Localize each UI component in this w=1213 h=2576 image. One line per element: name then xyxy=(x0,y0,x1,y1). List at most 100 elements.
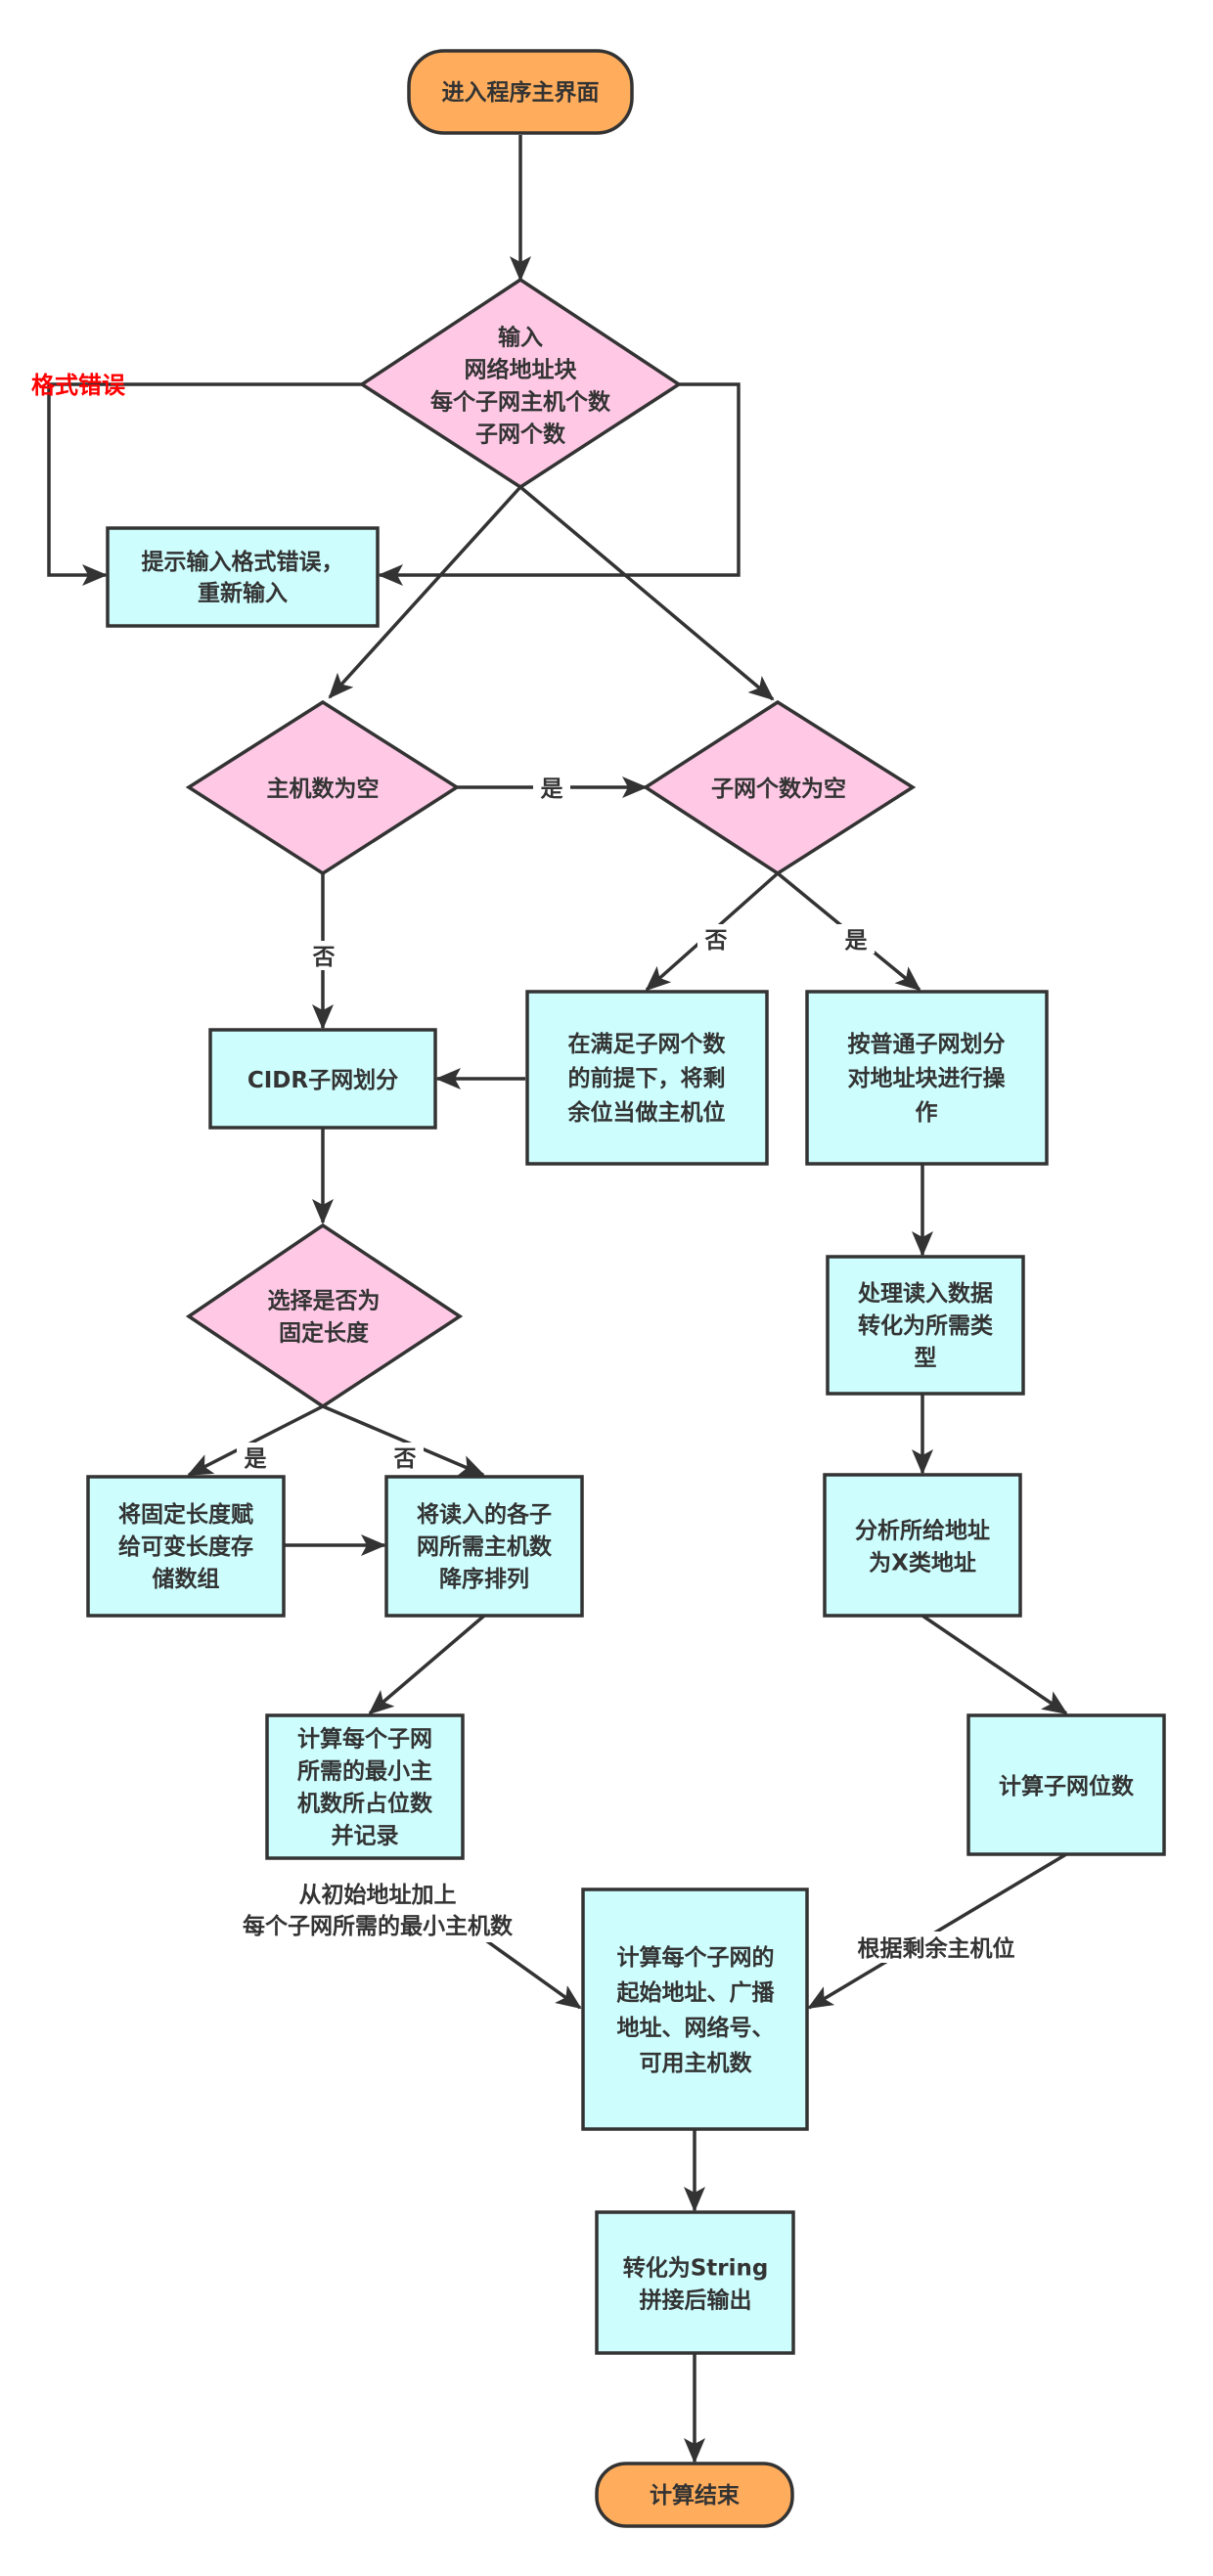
subnet-bits-box: 计算子网位数 xyxy=(966,1713,1166,1856)
start-terminal-text: 进入程序主界面 xyxy=(442,79,600,106)
process-input-box-shape xyxy=(826,1255,1025,1396)
cidr-box: CIDR子网划分 xyxy=(208,1028,437,1130)
input-decision: 输入网络地址块每个子网主机个数子网个数 xyxy=(358,277,683,490)
satisfy-subnet-line: 余位当做主机位 xyxy=(567,1099,726,1126)
cidr-line: CIDR子网划分 xyxy=(247,1068,398,1093)
input-line: 子网个数 xyxy=(475,422,566,448)
edge-label-line: 从初始地址加上 xyxy=(299,1882,457,1908)
satisfy-subnet-box-text: 在满足子网个数的前提下，将剩余位当做主机位 xyxy=(567,1031,727,1126)
label-subnet-empty-no: 否 xyxy=(704,928,728,954)
edge-label-line: 每个子网所需的最小主机数 xyxy=(243,1913,514,1939)
label-host-empty-yes: 是 xyxy=(541,777,563,802)
calc-addrs-box: 计算每个子网的起始地址、广播地址、网络号、可用主机数 xyxy=(581,1888,809,2131)
edge-choose-fixed-no xyxy=(322,1404,485,1477)
label-bg-subnet-yes xyxy=(837,924,875,954)
edge-input-to-subnet-empty xyxy=(518,485,775,701)
label-bg-host-yes xyxy=(533,773,570,802)
label-fixed-yes: 是 xyxy=(245,1446,267,1472)
edge-input-to-format-error-right xyxy=(378,382,741,586)
choose-fixed-decision: 选择是否为固定长度 xyxy=(185,1222,464,1409)
calc-addrs-line: 起始地址、广播 xyxy=(617,1979,776,2006)
input-line: 输入 xyxy=(498,325,543,351)
input-line: 每个子网主机个数 xyxy=(430,389,611,416)
choose-fixed-decision-text: 选择是否为固定长度 xyxy=(268,1289,381,1347)
label-by-remaining-bits: 根据剩余主机位 xyxy=(858,1935,1015,1962)
sort-desc-box-shape xyxy=(384,1475,584,1618)
cidr-box-shape xyxy=(208,1028,437,1130)
calc-addrs-line: 地址、网络号、 xyxy=(617,2015,775,2041)
start-line: 进入程序主界面 xyxy=(442,79,600,106)
label-host-empty-no: 否 xyxy=(312,945,336,970)
analyze-class-line: 为X类地址 xyxy=(869,1551,976,1577)
calc-addrs-line: 可用主机数 xyxy=(640,2051,753,2076)
fixed-to-array-box: 将固定长度赋给可变长度存储数组 xyxy=(86,1475,286,1618)
satisfy-subnet-box: 在满足子网个数的前提下，将剩余位当做主机位 xyxy=(525,990,769,1166)
sort-desc-line: 将读入的各子 xyxy=(417,1501,552,1528)
label-format-error: 格式错误 xyxy=(31,372,126,399)
satisfy-subnet-line: 的前提下，将剩 xyxy=(568,1065,726,1091)
edge-analyze-to-subnet-bits xyxy=(921,1614,1068,1715)
subnet-empty-line: 子网个数为空 xyxy=(711,776,846,802)
end-terminal: 计算结束 xyxy=(595,2462,794,2528)
label-bg-host-no xyxy=(305,941,342,970)
process-input-line: 处理读入数据 xyxy=(857,1281,993,1307)
satisfy-subnet-box-shape xyxy=(525,990,769,1166)
ordinary-split-box-text: 按普通子网划分对地址块进行操作 xyxy=(848,1031,1006,1126)
fixed-to-array-box-shape xyxy=(86,1475,286,1618)
format-error-box-text: 提示输入格式错误，重新输入 xyxy=(142,549,344,606)
to-string-box-shape xyxy=(595,2210,795,2355)
input-decision-shape xyxy=(358,277,683,490)
label-fixed-no: 否 xyxy=(393,1446,417,1472)
host-empty-decision-shape xyxy=(185,699,461,876)
analyze-class-box-shape xyxy=(823,1473,1022,1618)
process-input-box: 处理读入数据转化为所需类型 xyxy=(826,1255,1025,1396)
format-error-line: 提示输入格式错误， xyxy=(142,549,344,575)
min-bits-line: 计算每个子网 xyxy=(297,1726,432,1753)
process-input-box-text: 处理读入数据转化为所需类型 xyxy=(857,1281,993,1371)
calc-addrs-line: 计算每个子网的 xyxy=(617,1944,775,1971)
ordinary-split-line: 作 xyxy=(916,1100,938,1126)
end-line: 计算结束 xyxy=(650,2482,741,2509)
end-terminal-shape xyxy=(595,2462,794,2528)
host-empty-decision: 主机数为空 xyxy=(185,699,461,876)
min-bits-box-text: 计算每个子网所需的最小主机数所占位数并记录 xyxy=(297,1726,433,1849)
label-bg-subnet-no xyxy=(697,924,735,954)
min-bits-box-shape xyxy=(265,1713,465,1860)
to-string-box: 转化为String 拼接后输出 xyxy=(595,2210,795,2355)
process-input-line: 转化为所需类 xyxy=(858,1312,993,1339)
subnet-empty-decision-text: 子网个数为空 xyxy=(711,776,846,802)
sort-desc-line: 网所需主机数 xyxy=(417,1534,553,1560)
to-string-line: 拼接后输出 xyxy=(640,2287,752,2314)
sort-desc-line: 降序排列 xyxy=(439,1566,529,1592)
edge-input-to-format-error-left xyxy=(47,382,362,586)
choose-fixed-decision-shape xyxy=(185,1222,464,1409)
to-string-box-text: 转化为String 拼接后输出 xyxy=(623,2255,769,2314)
label-from-start-addr: 从初始地址加上每个子网所需的最小主机数 xyxy=(243,1882,514,1939)
fixed-to-array-box-text: 将固定长度赋给可变长度存储数组 xyxy=(118,1501,253,1592)
ordinary-split-box-shape xyxy=(805,990,1049,1166)
subnet-bits-box-text: 计算子网位数 xyxy=(999,1773,1135,1799)
edge-subnet-bits-to-calc xyxy=(807,1852,1067,2010)
nodes: 进入程序主界面 输入网络地址块每个子网主机个数子网个数 提示输入格式错误，重新输… xyxy=(86,49,1166,2528)
process-input-line: 型 xyxy=(915,1346,937,1371)
fixed-to-array-line: 给可变长度存 xyxy=(118,1533,253,1560)
fixed-to-array-line: 将固定长度赋 xyxy=(118,1501,253,1528)
edge-choose-fixed-yes xyxy=(187,1404,324,1477)
choose-fixed-line: 固定长度 xyxy=(279,1320,370,1347)
start-terminal-shape xyxy=(407,49,634,135)
cidr-box-text: CIDR子网划分 xyxy=(247,1068,398,1093)
label-bg-fixed-no xyxy=(386,1443,424,1472)
to-string-line: 转化为String xyxy=(623,2255,769,2282)
input-decision-text: 输入网络地址块每个子网主机个数子网个数 xyxy=(430,325,611,448)
calc-addrs-box-shape xyxy=(581,1888,809,2131)
subnet-empty-decision: 子网个数为空 xyxy=(642,699,917,876)
fixed-to-array-line: 储数组 xyxy=(153,1566,220,1592)
min-bits-line: 机数所占位数 xyxy=(297,1791,433,1817)
ordinary-split-line: 按普通子网划分 xyxy=(848,1031,1006,1057)
min-bits-line: 所需的最小主 xyxy=(297,1758,432,1785)
min-bits-box: 计算每个子网所需的最小主机数所占位数并记录 xyxy=(265,1713,465,1860)
analyze-class-box-text: 分析所给地址为X类地址 xyxy=(855,1518,990,1577)
ordinary-split-line: 对地址块进行操 xyxy=(848,1065,1006,1091)
label-bg-by-remaining xyxy=(843,1932,1029,1963)
